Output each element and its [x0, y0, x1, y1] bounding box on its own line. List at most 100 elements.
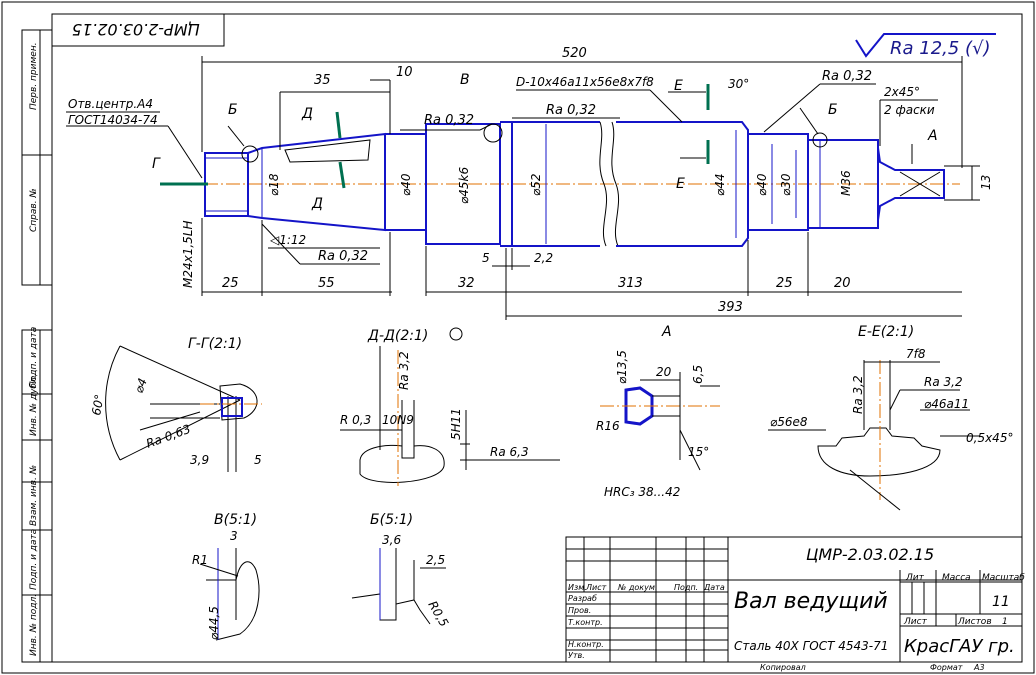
- section-title: Г-Г(2:1): [188, 336, 242, 352]
- dim-55: 55: [318, 276, 335, 291]
- dim-label: R16: [596, 419, 620, 433]
- ra-label: Ra 0,32: [546, 103, 596, 118]
- dim-313: 313: [618, 276, 643, 291]
- title-block: ЦМР-2.03.02.15 Вал ведущий Сталь 40Х ГОС…: [565, 536, 1025, 672]
- side-label: Взам. инв. №: [29, 465, 39, 526]
- view-letter: Г: [152, 156, 161, 172]
- stamp-label: Масштаб: [982, 573, 1025, 583]
- dim-5: 5: [482, 251, 490, 265]
- stamp-label: Утв.: [568, 651, 585, 660]
- dim-25: 25: [222, 276, 239, 291]
- dim-label: 15°: [688, 445, 709, 459]
- stamp-label: № докум.: [617, 583, 657, 592]
- detail-v: В(5:1) R1 3 ⌀44,5: [192, 512, 260, 641]
- dim-label: R0,5: [425, 599, 451, 630]
- dim-label: 0,5x45°: [966, 431, 1013, 445]
- dim-label: Ra 3,2: [924, 375, 963, 389]
- stamp-label: Изм.: [568, 583, 587, 592]
- stamp-material: Сталь 40Х ГОСТ 4543-71: [734, 639, 888, 653]
- chamfer-label: 2 фаски: [884, 103, 935, 117]
- center-hole: Отв.центр.А4: [68, 97, 153, 111]
- dim-393: 393: [718, 300, 743, 315]
- ra-label: Ra 0,32: [424, 113, 474, 128]
- dim-label: Ra 6,3: [490, 445, 529, 459]
- dim-label: 3,9: [190, 453, 209, 467]
- dim-label: 5H11: [449, 408, 463, 440]
- view-letter: Б: [228, 102, 238, 118]
- stamp-label: 1: [1002, 617, 1008, 627]
- dim-10: 10: [396, 65, 413, 80]
- stamp-scale: 11: [992, 594, 1010, 610]
- section-title: Д-Д(2:1): [367, 328, 428, 344]
- stamp-label: Т.контр.: [568, 618, 603, 627]
- dim-label: 6,5: [691, 365, 705, 384]
- dim-label: ⌀44,5: [207, 606, 221, 640]
- stamp-label: Формат: [930, 663, 963, 672]
- spline-label: D-10x46a11x56e8x7f8: [516, 75, 654, 89]
- main-view: 520 393 25 55 32 313 25 20 35 10 5 2,2 О…: [66, 46, 993, 320]
- dim-label: ⌀4: [132, 376, 150, 395]
- stamp-label: Лист: [585, 583, 607, 592]
- stamp-label: А3: [973, 663, 985, 672]
- stamp-label: Масса: [942, 573, 971, 583]
- side-strip: Перв. примен. Справ. № Подп. и дата Инв.…: [21, 29, 53, 663]
- stamp-label: Дата: [703, 583, 725, 592]
- center-gost: ГОСТ14034-74: [68, 113, 158, 127]
- stamp-label: Разраб: [568, 594, 597, 603]
- dim-label: 60°: [89, 393, 106, 416]
- section-title: Е-Е(2:1): [858, 324, 914, 340]
- roughness-label: Ra 12,5 (√): [890, 38, 991, 59]
- section-dd: Д-Д(2:1) Ra 3,2 R 0,3 10N9 5H11 Ra 6,3: [340, 327, 560, 486]
- dim-label: 2,5: [426, 553, 445, 567]
- section-title: В(5:1): [214, 512, 257, 528]
- dim-25b: 25: [776, 276, 793, 291]
- angle-label: 30°: [728, 77, 749, 91]
- side-label: Справ. №: [29, 188, 39, 232]
- dim-label: R 0,3: [340, 413, 371, 427]
- section-ee: Е-Е(2:1) 7f8 Ra 3,2 Ra 3,2 ⌀46a11 ⌀56e8 …: [768, 324, 1013, 511]
- dim-label: ⌀46a11: [924, 397, 969, 411]
- dim-label: ⌀13,5: [615, 350, 629, 384]
- dia-label: ⌀52: [529, 174, 543, 197]
- side-label: Перв. примен.: [29, 42, 39, 110]
- dim-20: 20: [834, 276, 851, 291]
- stamp-title: Вал ведущий: [734, 589, 888, 614]
- rotated-code: ЦМР-2.03.02.15: [72, 20, 200, 39]
- stamp-label: Н.контр.: [568, 640, 604, 649]
- view-letter: Б: [828, 102, 838, 118]
- dim-label: R1: [192, 553, 208, 567]
- dim-label: 20: [656, 365, 672, 379]
- dia-label: ⌀40: [399, 173, 413, 196]
- side-label: Инв. № дубл.: [29, 374, 39, 436]
- stamp-label: Листов: [957, 617, 992, 627]
- section-title: Б(5:1): [370, 512, 413, 528]
- view-a: А ⌀13,5 20 6,5 R16 15° HRC₃ 38...42: [596, 324, 720, 499]
- dim-label: ⌀56e8: [770, 415, 808, 429]
- general-roughness: Ra 12,5 (√): [855, 33, 996, 59]
- section-title: А: [661, 324, 672, 340]
- dia-label: ⌀45k6: [457, 167, 471, 204]
- stamp-label: Лит: [905, 573, 925, 583]
- dia-label: M36: [839, 170, 853, 196]
- dim-label: 5: [254, 453, 262, 467]
- dia-label: ⌀18: [267, 173, 281, 196]
- section-gg: Г-Г(2:1) 60° ⌀4 Ra 0,63 3,9 5: [89, 336, 262, 472]
- dim-label: 7f8: [906, 347, 926, 361]
- dim-label: 3: [230, 529, 238, 543]
- dim-label: Ra 3,2: [851, 375, 865, 414]
- detail-b: Б(5:1) 3,6 2,5 R0,5: [351, 512, 451, 630]
- view-letter: Д: [301, 106, 313, 122]
- view-letter: Е: [674, 78, 683, 94]
- stamp-code: ЦМР-2.03.02.15: [806, 545, 934, 564]
- ra-label: Ra 0,32: [822, 69, 872, 84]
- chamfer-label: 2x45°: [884, 85, 920, 99]
- view-letter: Д: [311, 196, 323, 212]
- stamp-org: КрасГАУ гр.: [904, 636, 1015, 657]
- side-label: Инв. № подл.: [29, 594, 39, 656]
- dia-label: 13: [979, 175, 993, 190]
- dim-32: 32: [458, 276, 475, 291]
- stamp-label: Лист: [903, 617, 928, 627]
- hrc-label: HRC₃ 38...42: [604, 485, 680, 499]
